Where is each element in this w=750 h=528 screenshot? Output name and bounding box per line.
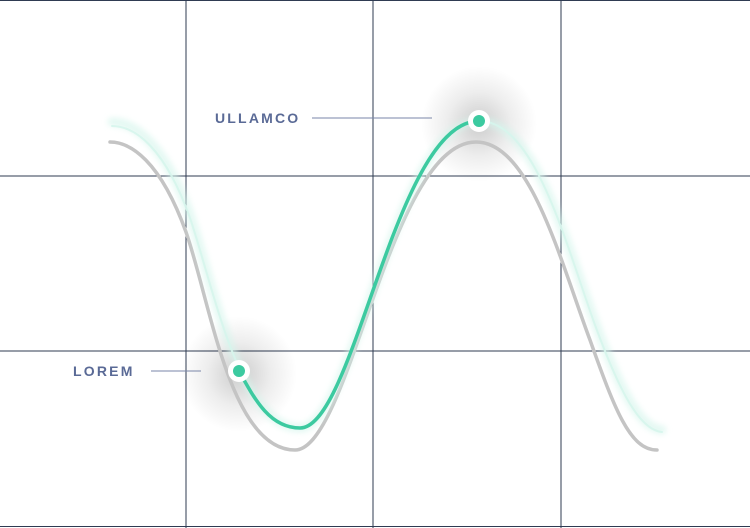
trough-label: LOREM <box>73 363 135 379</box>
trough-marker-dot <box>233 365 245 377</box>
peak-marker-dot <box>473 115 485 127</box>
accent-wave-highlight <box>237 119 481 430</box>
peak-marker <box>468 110 490 132</box>
trough-marker <box>228 360 250 382</box>
peak-label: ULLAMCO <box>215 110 300 126</box>
